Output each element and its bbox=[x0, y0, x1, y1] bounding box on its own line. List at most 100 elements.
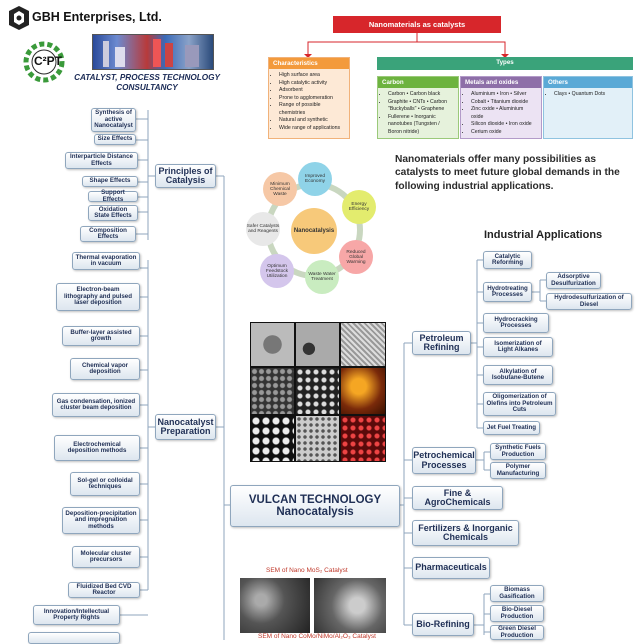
petroleum-subnode[interactable]: Hydrodesulfurization of Diesel bbox=[546, 293, 632, 310]
petroleum-node[interactable]: Jet Fuel Treating bbox=[483, 421, 540, 435]
micrograph-image bbox=[341, 323, 385, 366]
types-metals: Metals and oxides Aluminium • Iron • Sil… bbox=[460, 76, 542, 139]
characteristic-item: High surface area bbox=[279, 72, 345, 80]
principle-node[interactable]: Composition Effects bbox=[80, 226, 136, 242]
prep-node[interactable]: Electrochemical deposition methods bbox=[54, 435, 140, 461]
plant-photo bbox=[92, 34, 214, 70]
metals-item: Silicon dioxide • Iron oxide bbox=[471, 121, 537, 129]
petroleum-node[interactable]: Oligomerization of Olefins into Petroleu… bbox=[483, 392, 556, 416]
cycle-node: Optimum Feedstock Utilization bbox=[260, 254, 294, 288]
bio-refining[interactable]: Bio-Refining bbox=[412, 613, 474, 636]
cpt-gear-icon bbox=[23, 41, 65, 83]
micrograph-image bbox=[341, 416, 385, 461]
micrograph-image bbox=[251, 323, 294, 366]
petroleum-node[interactable]: Hydrocracking Processes bbox=[483, 313, 549, 333]
fine-agrochemicals[interactable]: Fine & AgroChemicals bbox=[412, 486, 503, 510]
types-box: Types Carbon Carbon • Carbon black Graph… bbox=[377, 57, 633, 139]
micrograph-collage bbox=[250, 322, 386, 462]
types-others: Others Clays • Quantum Dots bbox=[543, 76, 633, 139]
company-tagline: CATALYST, PROCESS TECHNOLOGY CONSULTANCY bbox=[74, 73, 220, 92]
metals-item: Aluminium • Iron • Silver bbox=[471, 91, 537, 99]
nanocatalysis-cycle: Nanocatalysis Improved Economy Energy Ef… bbox=[246, 160, 381, 295]
characteristics-title: Characteristics bbox=[269, 58, 349, 69]
types-others-title: Others bbox=[544, 77, 632, 88]
refinery-icon bbox=[103, 39, 199, 67]
cycle-node: Reduced Global Warming bbox=[339, 240, 373, 274]
principle-node[interactable]: Support Effects bbox=[88, 189, 138, 202]
principle-node[interactable]: Shape Effects bbox=[82, 176, 138, 187]
types-title: Types bbox=[377, 57, 633, 70]
company-logo bbox=[8, 5, 30, 31]
principles-of-catalysis[interactable]: Principles of Catalysis bbox=[155, 164, 216, 188]
micrograph-image bbox=[296, 323, 339, 366]
nanocatalyst-preparation[interactable]: Nanocatalyst Preparation bbox=[155, 414, 216, 440]
prep-node[interactable]: Molecular cluster precursors bbox=[72, 546, 140, 568]
prep-node[interactable]: Electron-beam lithography and pulsed las… bbox=[56, 283, 140, 311]
cycle-node: Energy Efficiency bbox=[342, 190, 376, 224]
petroleum-subnode[interactable]: Adsorptive Desulfurization bbox=[546, 272, 601, 289]
bio-node[interactable]: Green Diesel Production bbox=[490, 625, 544, 640]
cpt-logo: C²PT bbox=[22, 40, 86, 86]
petroleum-node[interactable]: Catalytic Reforming bbox=[483, 251, 532, 269]
ip-node[interactable]: Innovation/Intellectual Property Rights bbox=[33, 605, 120, 625]
principle-node[interactable]: Size Effects bbox=[94, 134, 136, 145]
petrochemical-processes[interactable]: Petrochemical Processes bbox=[412, 447, 476, 474]
carbon-item: Carbon • Carbon black bbox=[388, 91, 454, 99]
types-carbon: Carbon Carbon • Carbon black Graphite • … bbox=[377, 76, 459, 139]
metals-item: Cobalt • Titanium dioxide bbox=[471, 99, 537, 107]
catalysts-header: Nanomaterials as catalysts bbox=[333, 16, 501, 33]
prep-node[interactable]: Thermal evaporation in vacuum bbox=[72, 252, 140, 270]
cycle-node: Improved Economy bbox=[298, 162, 332, 196]
characteristic-item: Range of possible chemistries bbox=[279, 102, 345, 117]
carbon-item: Graphite • CNTs • Carbon "Buckyballs" • … bbox=[388, 99, 454, 114]
micrograph-image bbox=[341, 368, 385, 414]
petroleum-node[interactable]: Alkylation of Isobutane-Butene bbox=[483, 365, 553, 385]
metals-item: Cerium oxide bbox=[471, 129, 537, 137]
characteristic-item: Prone to agglomeration bbox=[279, 95, 345, 103]
others-item: Clays • Quantum Dots bbox=[554, 91, 628, 99]
principle-node[interactable]: Oxidation State Effects bbox=[88, 205, 138, 221]
ip-node-partial[interactable] bbox=[28, 632, 120, 644]
characteristics-box: Characteristics High surface area High c… bbox=[268, 57, 350, 139]
characteristic-item: Wide range of applications bbox=[279, 125, 345, 133]
industrial-title: Industrial Applications bbox=[484, 229, 603, 241]
characteristic-item: High catalytic activity bbox=[279, 80, 345, 88]
micrograph-image bbox=[296, 416, 339, 461]
cpt-mark: C²PT bbox=[34, 54, 62, 68]
prep-node[interactable]: Sol-gel or colloidal techniques bbox=[70, 472, 140, 496]
center-line1: VULCAN TECHNOLOGY bbox=[248, 493, 382, 506]
petrochemical-node[interactable]: Polymer Manufacturing bbox=[490, 462, 546, 479]
micrograph-image bbox=[251, 368, 294, 414]
sem-caption: SEM of Nano MoS₂ Catalyst bbox=[266, 567, 348, 574]
cycle-node: Waste Water Treatment bbox=[305, 260, 339, 294]
center-line2: Nanocatalysis bbox=[276, 506, 354, 518]
types-metals-title: Metals and oxides bbox=[461, 77, 541, 88]
header-connectors bbox=[304, 33, 509, 58]
sem-image bbox=[314, 578, 386, 633]
principle-node[interactable]: Synthesis of active Nanocatalyst bbox=[91, 108, 136, 132]
statement-text: Nanomaterials offer many possibilities a… bbox=[395, 154, 620, 192]
types-carbon-title: Carbon bbox=[378, 77, 458, 88]
cycle-center: Nanocatalysis bbox=[291, 208, 337, 254]
bio-node[interactable]: Biomass Gasification bbox=[490, 585, 544, 602]
petroleum-node[interactable]: Hydrotreating Processes bbox=[483, 282, 532, 302]
vulcan-center-node[interactable]: VULCAN TECHNOLOGY Nanocatalysis bbox=[230, 485, 400, 527]
petroleum-node[interactable]: Isomerization of Light Alkanes bbox=[483, 337, 553, 357]
prep-node[interactable]: Fluidized Bed CVD Reactor bbox=[68, 582, 140, 598]
principle-node[interactable]: Interparticle Distance Effects bbox=[65, 152, 138, 169]
petrochemical-node[interactable]: Synthetic Fuels Production bbox=[490, 443, 546, 460]
prep-node[interactable]: Deposition-precipitation and impregnatio… bbox=[62, 507, 140, 534]
prep-node[interactable]: Gas condensation, ionized cluster beam d… bbox=[52, 393, 140, 417]
fertilizers-inorganic[interactable]: Fertilizers & Inorganic Chemicals bbox=[412, 520, 519, 546]
petroleum-refining[interactable]: Petroleum Refining bbox=[412, 331, 471, 355]
sem-caption: SEM of Nano CoMo/NiMo/Al₂O₃ Catalyst bbox=[258, 633, 376, 640]
pharmaceuticals[interactable]: Pharmaceuticals bbox=[412, 557, 490, 579]
company-name: GBH Enterprises, Ltd. bbox=[32, 10, 162, 24]
sem-image bbox=[240, 578, 310, 633]
prep-node[interactable]: Chemical vapor deposition bbox=[70, 358, 140, 380]
bio-node[interactable]: Bio-Diesel Production bbox=[490, 605, 544, 622]
prep-node[interactable]: Buffer-layer assisted growth bbox=[62, 326, 140, 346]
micrograph-image bbox=[251, 416, 294, 461]
metals-item: Zinc oxide • Aluminium oxide bbox=[471, 106, 537, 121]
